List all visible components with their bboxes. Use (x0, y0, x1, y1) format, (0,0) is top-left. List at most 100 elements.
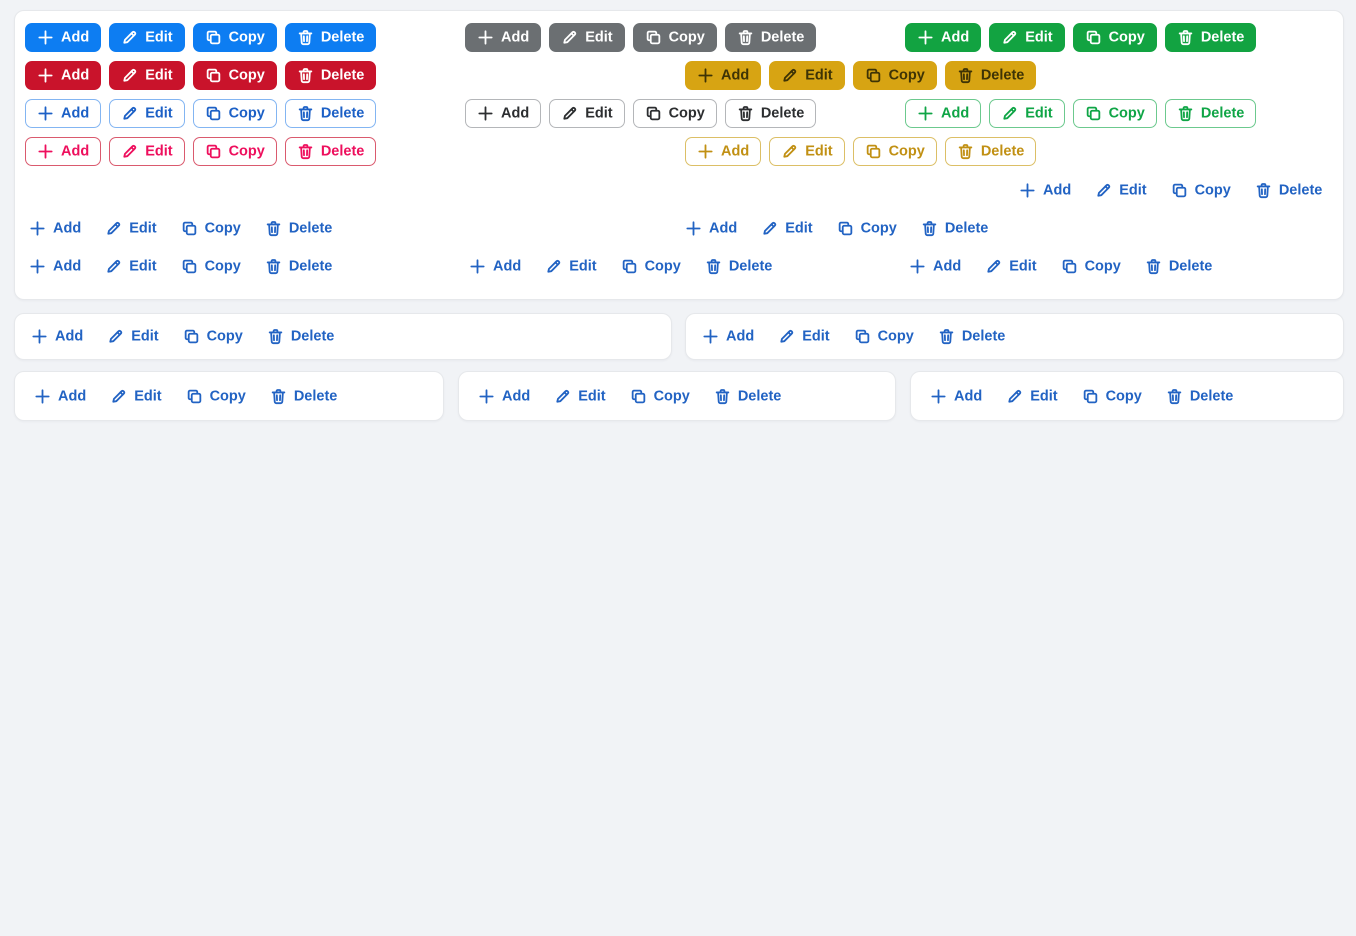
button-label: Delete (320, 67, 365, 84)
edit-button[interactable]: Edit (769, 137, 845, 166)
copy-button[interactable]: Copy (181, 218, 241, 238)
pencil-icon (561, 29, 578, 46)
delete-button[interactable]: Delete (938, 326, 1005, 346)
add-button[interactable]: Add (31, 326, 83, 346)
edit-button[interactable]: Edit (549, 23, 625, 52)
add-button[interactable]: Add (25, 137, 102, 166)
add-button[interactable]: Add (1019, 180, 1071, 200)
delete-button[interactable]: Delete (284, 137, 377, 166)
add-button[interactable]: Add (905, 23, 982, 52)
button-label: Copy (1108, 105, 1145, 122)
copy-button[interactable]: Copy (632, 23, 717, 52)
edit-button[interactable]: Edit (107, 326, 159, 346)
copy-button[interactable]: Copy (181, 256, 241, 276)
copy-button[interactable]: Copy (183, 326, 243, 346)
delete-button[interactable]: Delete (714, 386, 781, 406)
button-label: Edit (129, 220, 157, 237)
plus-icon (685, 220, 702, 237)
button-label: Delete (1200, 29, 1245, 46)
add-button[interactable]: Add (909, 256, 961, 276)
add-button[interactable]: Add (469, 256, 521, 276)
copy-button[interactable]: Copy (192, 99, 277, 128)
add-button[interactable]: Add (29, 218, 81, 238)
copy-button[interactable]: Copy (186, 386, 246, 406)
add-button[interactable]: Add (930, 386, 982, 406)
add-button[interactable]: Add (25, 99, 102, 128)
add-button[interactable]: Add (685, 61, 762, 90)
button-label: Edit (1119, 182, 1147, 199)
edit-button[interactable]: Edit (109, 99, 185, 128)
edit-button[interactable]: Edit (105, 218, 157, 238)
delete-button[interactable]: Delete (265, 256, 333, 276)
edit-button[interactable]: Edit (985, 256, 1037, 276)
copy-button[interactable]: Copy (852, 61, 937, 90)
add-button[interactable]: Add (685, 218, 737, 238)
edit-button[interactable]: Edit (109, 61, 185, 90)
add-button[interactable]: Add (465, 99, 542, 128)
trash-icon (714, 388, 731, 405)
add-button[interactable]: Add (478, 386, 530, 406)
add-button[interactable]: Add (34, 386, 86, 406)
copy-button[interactable]: Copy (621, 256, 681, 276)
add-button[interactable]: Add (25, 61, 102, 90)
delete-button[interactable]: Delete (705, 256, 773, 276)
add-button[interactable]: Add (702, 326, 754, 346)
delete-button[interactable]: Delete (724, 99, 817, 128)
copy-button[interactable]: Copy (632, 99, 717, 128)
add-button[interactable]: Add (905, 99, 982, 128)
copy-button[interactable]: Copy (837, 218, 897, 238)
edit-button[interactable]: Edit (778, 326, 830, 346)
add-button[interactable]: Add (685, 137, 762, 166)
add-button[interactable]: Add (29, 256, 81, 276)
edit-button[interactable]: Edit (989, 99, 1065, 128)
copy-button[interactable]: Copy (852, 137, 937, 166)
delete-button[interactable]: Delete (1164, 99, 1257, 128)
delete-button[interactable]: Delete (265, 218, 332, 238)
copy-button[interactable]: Copy (1072, 23, 1157, 52)
copy-button[interactable]: Copy (1072, 99, 1157, 128)
edit-button[interactable]: Edit (1095, 180, 1147, 200)
delete-button[interactable]: Delete (284, 61, 377, 90)
edit-button[interactable]: Edit (105, 256, 157, 276)
action-button-group-plain-blue: Add Edit Copy Delete (702, 326, 1005, 346)
edit-button[interactable]: Edit (989, 23, 1065, 52)
copy-button[interactable]: Copy (1082, 386, 1142, 406)
add-button[interactable]: Add (25, 23, 102, 52)
delete-button[interactable]: Delete (267, 326, 334, 346)
delete-button[interactable]: Delete (944, 137, 1037, 166)
copy-button[interactable]: Copy (854, 326, 914, 346)
delete-button[interactable]: Delete (921, 218, 988, 238)
edit-button[interactable]: Edit (1006, 386, 1058, 406)
copy-button[interactable]: Copy (630, 386, 690, 406)
button-label: Copy (1108, 29, 1145, 46)
edit-button[interactable]: Edit (549, 99, 625, 128)
delete-button[interactable]: Delete (1164, 23, 1257, 52)
copy-button[interactable]: Copy (192, 23, 277, 52)
delete-button[interactable]: Delete (1166, 386, 1233, 406)
button-label: Delete (728, 258, 773, 275)
delete-button[interactable]: Delete (270, 386, 337, 406)
edit-button[interactable]: Edit (109, 23, 185, 52)
delete-button[interactable]: Delete (1255, 180, 1322, 200)
copy-button[interactable]: Copy (192, 61, 277, 90)
copy-button[interactable]: Copy (192, 137, 277, 166)
plus-icon (477, 29, 494, 46)
delete-button[interactable]: Delete (724, 23, 817, 52)
delete-button[interactable]: Delete (284, 99, 377, 128)
edit-button[interactable]: Edit (545, 256, 597, 276)
delete-button[interactable]: Delete (1145, 256, 1212, 276)
edit-button[interactable]: Edit (554, 386, 606, 406)
edit-button[interactable]: Edit (110, 386, 162, 406)
delete-button[interactable]: Delete (284, 23, 377, 52)
delete-button[interactable]: Delete (944, 61, 1037, 90)
copy-button[interactable]: Copy (1171, 180, 1231, 200)
edit-button[interactable]: Edit (109, 137, 185, 166)
edit-button[interactable]: Edit (769, 61, 845, 90)
button-label: Copy (209, 388, 246, 405)
copy-button[interactable]: Copy (1061, 256, 1121, 276)
add-button[interactable]: Add (465, 23, 542, 52)
panel-bottom-1: Add Edit Copy Delete (14, 371, 444, 421)
button-label: Delete (288, 258, 333, 275)
trash-icon (297, 29, 314, 46)
edit-button[interactable]: Edit (761, 218, 813, 238)
